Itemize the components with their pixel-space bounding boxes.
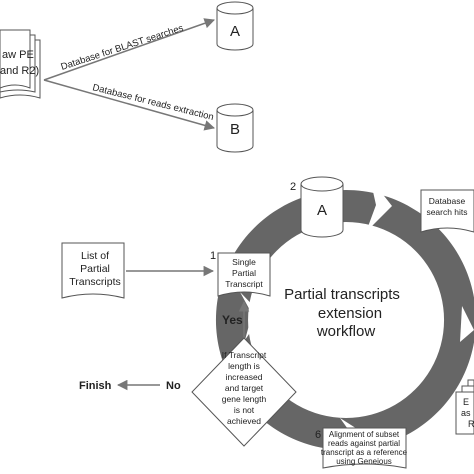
yes-label: Yes — [222, 313, 243, 327]
step1-label-3: Transcript — [225, 279, 263, 289]
decision-diamond: If Transcript length is increased and ta… — [191, 337, 297, 447]
edge-label-blast: Database for BLAST searches — [60, 23, 186, 73]
decision-line-7: achieved — [227, 416, 261, 426]
decision-line-4: and target — [225, 383, 264, 393]
center-title-2: extension — [318, 305, 382, 322]
step6-number: 6 — [315, 429, 321, 441]
list-label-3: Transcripts — [69, 276, 121, 288]
step6-line-2: reads against partial — [328, 439, 400, 448]
right-doc-line-2: as — [461, 408, 471, 418]
finish-label: Finish — [79, 380, 112, 392]
step6-line-4: using Geneious — [336, 457, 392, 466]
center-title-3: workflow — [316, 323, 376, 340]
right-doc-line-1: E — [463, 397, 469, 407]
decision-line-1: If Transcript — [222, 350, 267, 360]
step6-alignment-doc: Alignment of subset reads against partia… — [321, 427, 408, 469]
database-b-label: B — [230, 121, 240, 138]
decision-line-6: is not — [234, 405, 255, 415]
right-doc-line-3: R — [468, 419, 474, 429]
step6-line-1: Alignment of subset — [329, 430, 400, 439]
hits-label-2: search hits — [426, 207, 467, 217]
list-label-2: Partial — [80, 263, 110, 275]
database-search-hits-doc: Database search hits — [420, 189, 474, 233]
hits-label-1: Database — [429, 196, 466, 206]
step1-label-1: Single — [232, 257, 256, 267]
right-partial-documents: E as R — [455, 379, 474, 435]
raw-reads-label-2: and R2) — [0, 65, 39, 77]
raw-reads-documents: aw PE and R2) — [0, 29, 41, 99]
step2-number: 2 — [290, 181, 296, 193]
raw-reads-label-1: aw PE — [2, 49, 34, 61]
step2-database-a: 2 A — [290, 176, 344, 238]
edge-to-db-b — [43, 79, 216, 131]
decision-line-2: length is — [228, 361, 260, 371]
database-a-label: A — [230, 23, 240, 40]
step2-db-label: A — [317, 202, 327, 219]
step6-line-3: transcript as a reference — [321, 448, 408, 457]
no-label: No — [166, 380, 181, 392]
edge-to-db-a — [43, 18, 215, 81]
step1-single-partial-transcript: Single Partial Transcript — [217, 252, 271, 297]
list-partial-transcripts-doc: List of Partial Transcripts — [61, 242, 125, 299]
edge-label-reads: Database for reads extraction — [91, 82, 215, 123]
decision-line-3: increased — [226, 372, 263, 382]
list-label-1: List of — [81, 250, 109, 262]
database-b-cylinder: B — [216, 103, 254, 153]
decision-line-5: gene length — [222, 394, 267, 404]
step1-label-2: Partial — [232, 268, 256, 278]
database-a-cylinder: A — [216, 1, 254, 51]
center-title-1: Partial transcripts — [284, 286, 400, 303]
step1-number: 1 — [210, 250, 216, 262]
